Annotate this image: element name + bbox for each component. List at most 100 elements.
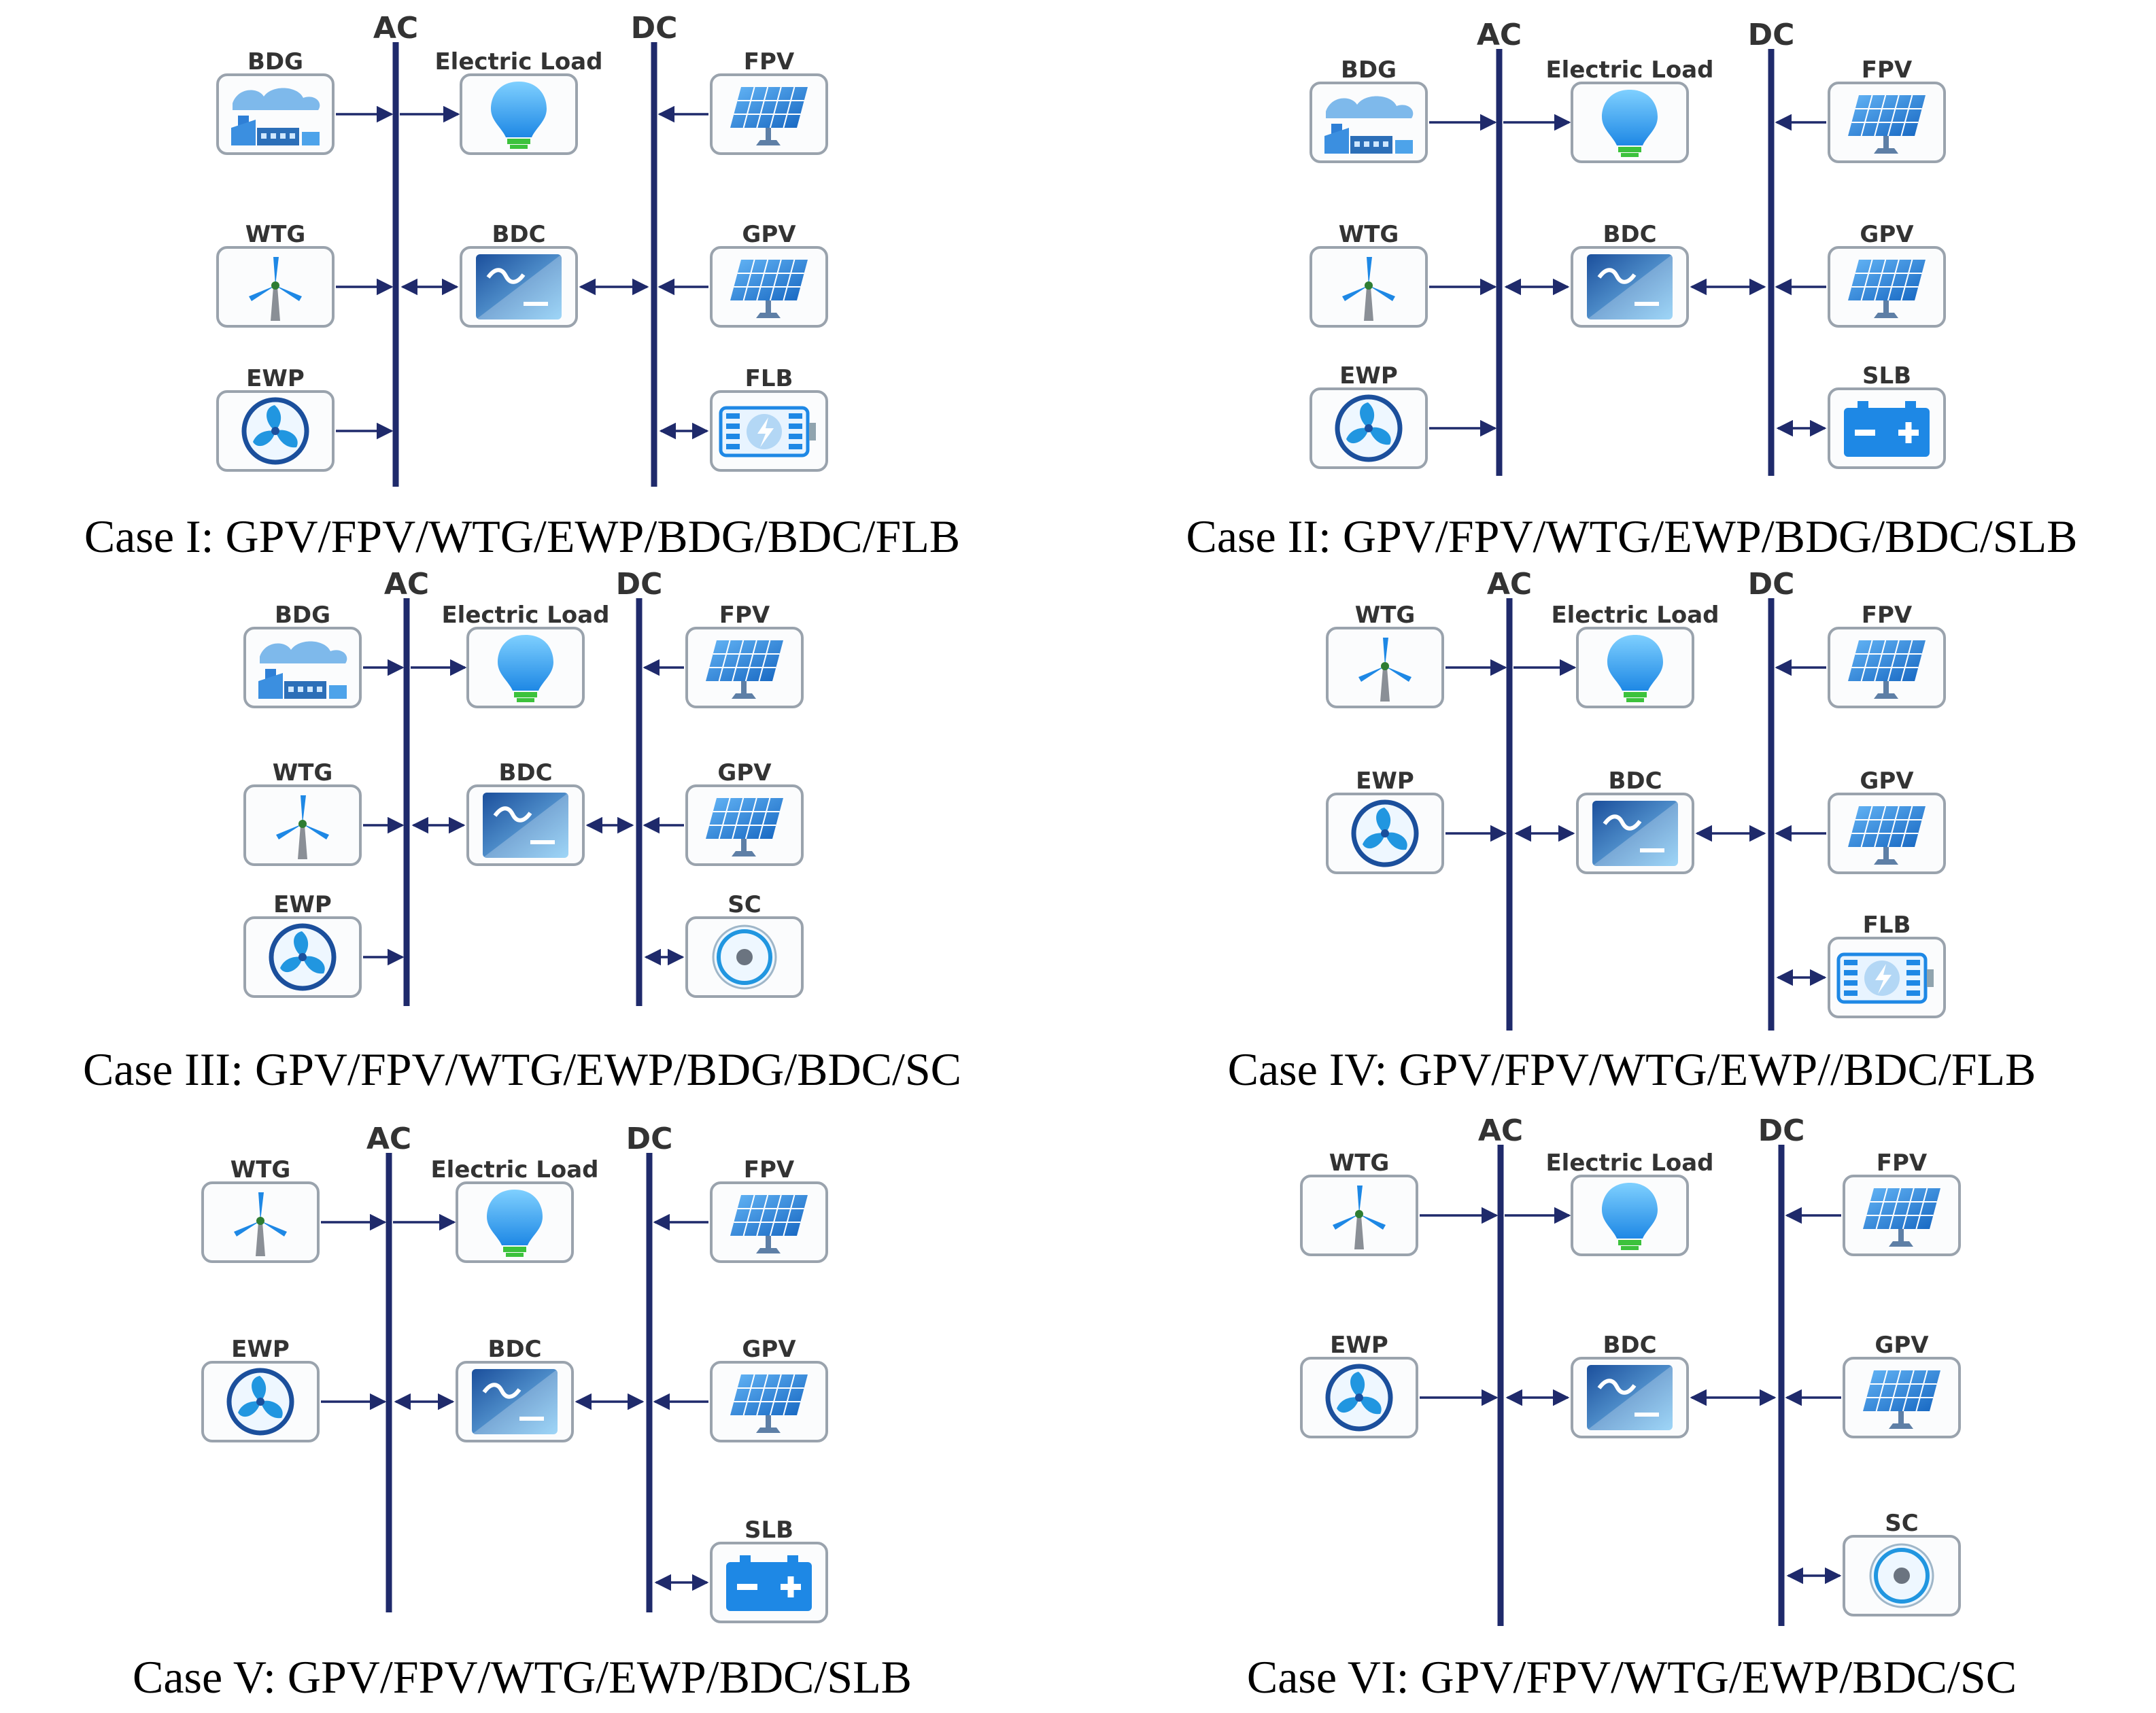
component-wtg: WTG — [1310, 221, 1428, 328]
component-label: Electric Load — [1545, 1149, 1713, 1177]
light-bulb-icon — [1607, 635, 1663, 702]
light-bulb-icon — [487, 1190, 543, 1257]
component-label: Electric Load — [1545, 56, 1713, 84]
component-fpv: FPV — [1828, 602, 1946, 708]
component-label: WTG — [1339, 221, 1399, 248]
component-sc: SC — [685, 891, 804, 998]
battery-icon — [1844, 401, 1930, 457]
water-pump-icon — [226, 1368, 294, 1436]
flow-battery-icon — [1836, 952, 1934, 1004]
component-bdc: BDC — [1571, 221, 1689, 328]
component-ewp: EWP — [1326, 767, 1444, 874]
ac-bus-label: AC — [373, 11, 418, 46]
solar-panel-icon — [706, 797, 783, 856]
case-caption: Case I: GPV/FPV/WTG/EWP/BDG/BDC/FLB — [84, 511, 960, 562]
component-gpv: GPV — [1828, 221, 1946, 328]
component-slb: SLB — [1828, 362, 1946, 469]
component-label: FPV — [1877, 1149, 1928, 1177]
component-electric-load: Electric Load — [1545, 56, 1714, 163]
component-label: GPV — [1875, 1332, 1929, 1359]
component-label: EWP — [1330, 1332, 1388, 1359]
component-fpv: FPV — [710, 1156, 828, 1263]
component-label: GPV — [1860, 221, 1914, 248]
component-electric-load: Electric Load — [1545, 1149, 1714, 1256]
component-electric-load: Electric Load — [1551, 602, 1719, 708]
water-pump-icon — [1335, 394, 1403, 462]
solar-panel-icon — [1848, 94, 1926, 154]
component-label: FLB — [745, 365, 793, 392]
dc-bus-label: DC — [1748, 567, 1795, 602]
case-caption: Case VI: GPV/FPV/WTG/EWP/BDC/SC — [1247, 1651, 2017, 1703]
component-label: BDC — [498, 759, 552, 786]
component-label: FPV — [719, 602, 770, 629]
factory-icon — [1324, 96, 1414, 154]
dc-bus-label: DC — [631, 11, 678, 46]
component-label: WTG — [245, 221, 306, 248]
component-flb: FLB — [710, 365, 828, 472]
converter-icon — [483, 793, 568, 858]
component-label: FPV — [1862, 602, 1913, 629]
converter-icon — [1587, 1365, 1673, 1430]
component-wtg: WTG — [201, 1156, 320, 1263]
component-label: GPV — [742, 1336, 796, 1363]
solar-panel-icon — [1863, 1188, 1940, 1247]
ac-bus-label: AC — [1478, 1113, 1523, 1148]
component-label: SLB — [745, 1517, 793, 1544]
converter-icon — [476, 254, 562, 319]
solar-panel-icon — [1848, 259, 1926, 318]
component-wtg: WTG — [216, 221, 335, 328]
case-caption: Case III: GPV/FPV/WTG/EWP/BDG/BDC/SC — [83, 1043, 961, 1095]
solar-panel-icon — [1848, 806, 1926, 865]
component-wtg: WTG — [243, 759, 362, 866]
component-label: WTG — [230, 1156, 291, 1183]
component-label: GPV — [717, 759, 772, 786]
converter-icon — [1587, 254, 1673, 319]
water-pump-icon — [1351, 799, 1419, 867]
component-label: WTG — [1329, 1149, 1390, 1177]
component-gpv: GPV — [1828, 767, 1946, 874]
converter-icon — [472, 1369, 558, 1434]
supercapacitor-icon — [1869, 1543, 1934, 1608]
component-bdg: BDG — [243, 602, 362, 708]
component-label: Electric Load — [430, 1156, 598, 1183]
wind-turbine-icon — [249, 257, 302, 321]
component-label: BDC — [492, 221, 545, 248]
component-label: SC — [1885, 1510, 1918, 1537]
case-caption: Case V: GPV/FPV/WTG/EWP/BDC/SLB — [133, 1651, 912, 1703]
wind-turbine-icon — [1342, 257, 1395, 321]
solar-panel-icon — [730, 259, 808, 318]
flow-battery-icon — [719, 406, 816, 457]
component-label: SC — [728, 891, 761, 918]
light-bulb-icon — [1602, 1183, 1658, 1250]
component-ewp: EWP — [1310, 362, 1428, 469]
component-label: BDC — [487, 1336, 541, 1363]
component-fpv: FPV — [1843, 1149, 1961, 1256]
component-ewp: EWP — [1300, 1332, 1418, 1438]
component-label: BDG — [275, 602, 330, 629]
solar-panel-icon — [730, 86, 808, 145]
component-fpv: FPV — [1828, 56, 1946, 163]
dc-bus-label: DC — [626, 1122, 673, 1156]
component-bdc: BDC — [1576, 767, 1694, 874]
component-fpv: FPV — [685, 602, 804, 708]
component-gpv: GPV — [1843, 1332, 1961, 1438]
factory-icon — [258, 641, 347, 699]
water-pump-icon — [241, 397, 309, 465]
wind-turbine-icon — [1333, 1186, 1386, 1249]
wind-turbine-icon — [276, 795, 329, 859]
component-label: EWP — [1356, 767, 1414, 795]
component-label: Electric Load — [441, 602, 609, 629]
component-sc: SC — [1843, 1510, 1961, 1616]
light-bulb-icon — [491, 82, 547, 149]
component-label: Electric Load — [434, 48, 602, 75]
component-fpv: FPV — [710, 48, 828, 155]
solar-panel-icon — [1863, 1370, 1940, 1429]
component-label: EWP — [231, 1336, 290, 1363]
component-bdc: BDC — [456, 1336, 574, 1442]
